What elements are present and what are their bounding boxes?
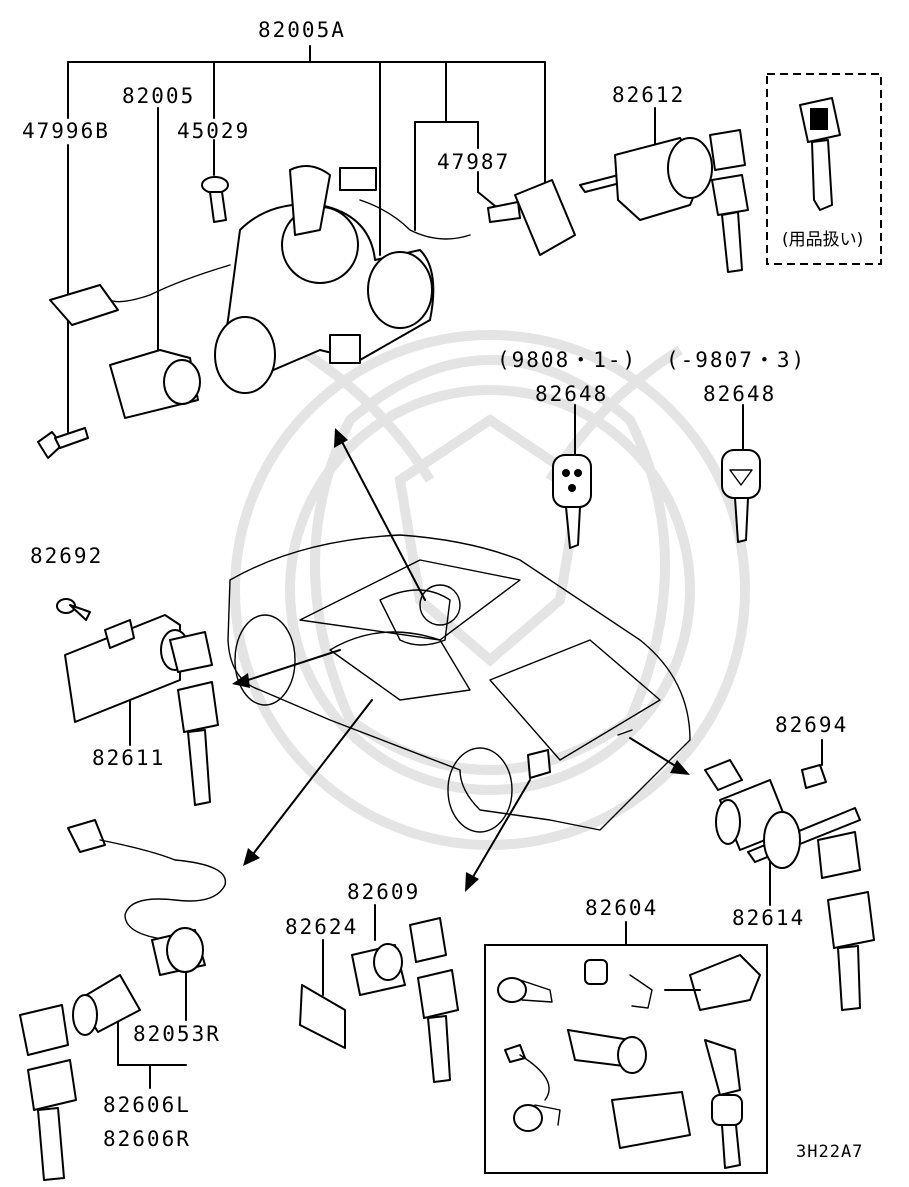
figure-code: 3H22A7 (796, 1142, 864, 1162)
part-label-82606R[interactable]: 82606R (103, 1127, 191, 1151)
accessory-note: (用品扱い) (782, 230, 864, 250)
part-label-82005[interactable]: 82005 (122, 84, 196, 108)
leader-lines (67, 45, 823, 1089)
clip-82624-icon[interactable] (299, 984, 346, 1049)
part-label-82609[interactable]: 82609 (347, 880, 421, 904)
part-label-82624[interactable]: 82624 (285, 915, 359, 939)
part-label-82648-new[interactable]: 82648 (535, 382, 609, 406)
part-label-47987[interactable]: 47987 (437, 150, 511, 174)
bolt-47996B-icon[interactable] (37, 427, 89, 459)
part-label-47996B[interactable]: 47996B (22, 119, 110, 143)
part-label-82694[interactable]: 82694 (775, 713, 849, 737)
date-range-old: (-9807・3) (666, 348, 807, 372)
switch-47987-icon[interactable] (487, 179, 576, 256)
key-cylinder-82005-icon[interactable] (109, 349, 201, 419)
vehicle-outline (227, 534, 691, 833)
part-label-82005A[interactable]: 82005A (258, 18, 346, 42)
part-label-82606L[interactable]: 82606L (103, 1093, 191, 1117)
clip-82694-icon[interactable] (801, 764, 827, 789)
part-label-82611[interactable]: 82611 (92, 746, 166, 770)
accessory-box (766, 73, 882, 265)
remote-key-82648-new-icon[interactable] (552, 454, 592, 549)
part-label-45029[interactable]: 45029 (177, 119, 251, 143)
watermark-emblem (230, 330, 750, 850)
date-range-new: (9808・1-) (497, 348, 638, 372)
ignition-lock-82612-icon[interactable] (579, 129, 749, 273)
part-label-82648-old[interactable]: 82648 (703, 382, 777, 406)
part-label-82614[interactable]: 82614 (732, 906, 806, 930)
screw-45029-icon[interactable] (201, 176, 229, 223)
accessory-key-icon[interactable] (799, 97, 841, 211)
trunk-lock-82614-icon[interactable] (704, 759, 875, 1011)
door-lock-harness-icon[interactable] (67, 819, 227, 976)
remote-key-82648-old-icon[interactable] (721, 449, 761, 543)
part-label-82604[interactable]: 82604 (585, 896, 659, 920)
glove-box-lock-82611-icon[interactable] (64, 614, 219, 806)
kit-box (484, 944, 768, 1174)
part-label-82053R[interactable]: 82053R (133, 1022, 221, 1046)
kit-parts-icon (497, 954, 761, 1169)
part-label-82612[interactable]: 82612 (612, 83, 686, 107)
screw-82692-icon[interactable] (56, 598, 91, 621)
part-label-82692[interactable]: 82692 (30, 544, 104, 568)
pointer-arrows (232, 428, 690, 892)
door-lock-82609-icon[interactable] (351, 917, 459, 1083)
door-lock-cylinder-82606-icon[interactable] (19, 974, 141, 1181)
ignition-switch-assembly[interactable] (49, 165, 471, 394)
